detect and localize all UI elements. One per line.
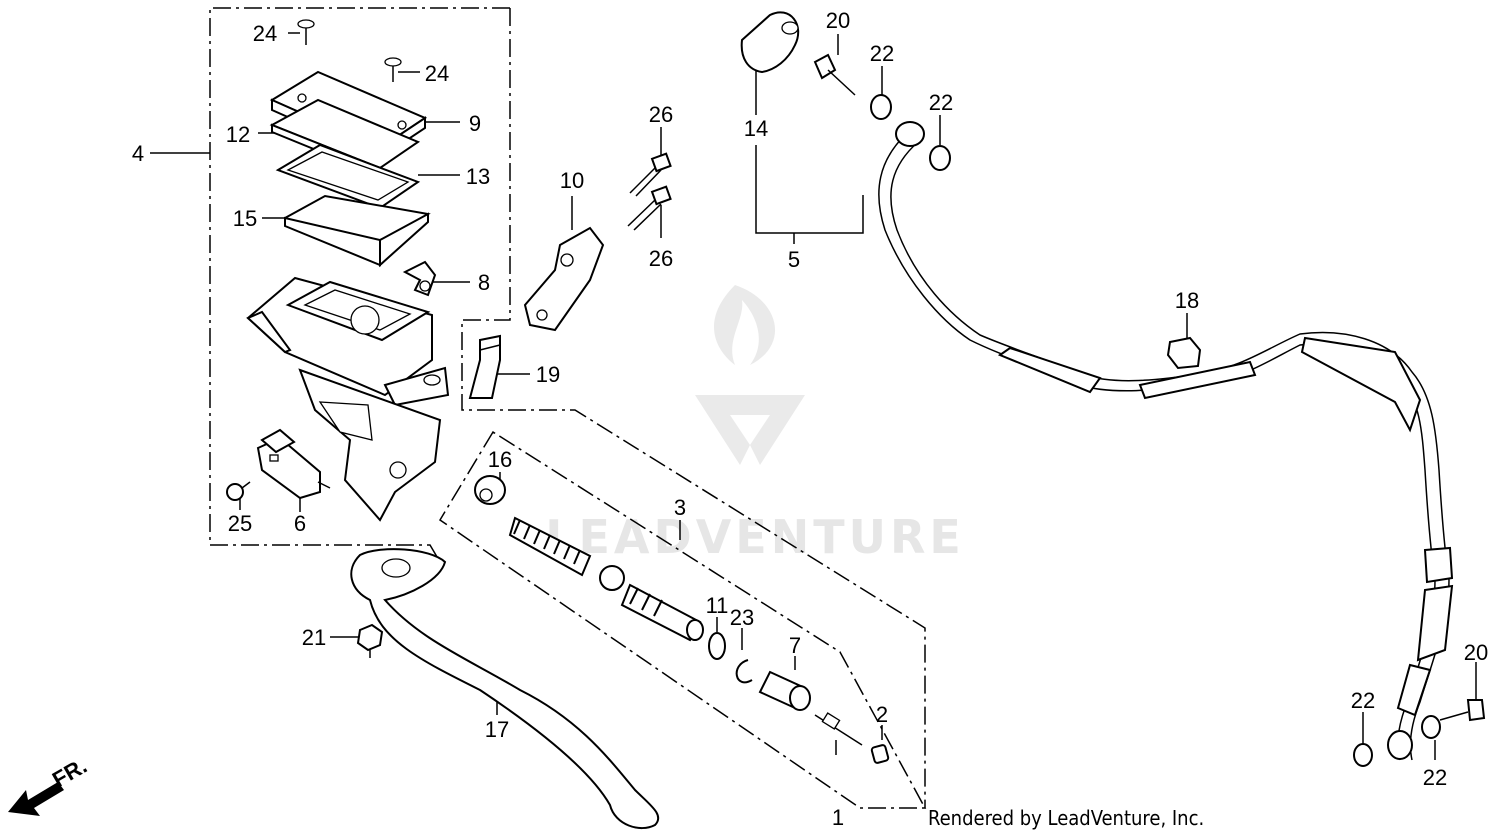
piston [620, 583, 704, 642]
callout-20-upper: 20 [826, 8, 850, 33]
piston-spring [508, 516, 592, 577]
master-cylinder-group-outline-right [461, 8, 926, 808]
brake-lever [350, 548, 660, 830]
callout-16: 16 [488, 447, 512, 472]
screw-24-top [297, 19, 315, 45]
callout-23: 23 [730, 605, 754, 630]
callout-19: 19 [536, 362, 560, 387]
brake-hose [878, 121, 1454, 761]
hose-clamp [1166, 336, 1202, 370]
piston-boot [474, 475, 506, 505]
banjo-bolt-upper [813, 53, 856, 96]
callout-22-c: 22 [1351, 688, 1375, 713]
watermark-text: LEADVENTURE [545, 510, 965, 564]
callout-2: 2 [876, 702, 888, 727]
master-cylinder-group-outline [209, 7, 510, 563]
sealing-washer-4 [1421, 715, 1441, 739]
callout-12: 12 [226, 122, 250, 147]
holder-bolt-lower [627, 185, 672, 231]
switch-screw [226, 481, 251, 501]
callout-26-a: 26 [649, 102, 673, 127]
callout-14: 14 [744, 116, 768, 141]
render-credit: Rendered by LeadVenture, Inc. [928, 806, 1204, 830]
pivot-collar [356, 623, 384, 658]
callout-6: 6 [294, 511, 306, 536]
callout-15: 15 [233, 206, 257, 231]
callout-5: 5 [788, 247, 800, 272]
callout-22-a: 22 [870, 41, 894, 66]
sealing-washer-1 [870, 94, 892, 120]
lever-holder [523, 226, 605, 332]
callout-7: 7 [789, 633, 801, 658]
callout-17: 17 [485, 717, 509, 742]
circlip [735, 659, 753, 684]
primary-cup [599, 565, 625, 591]
master-cylinder-body [246, 276, 450, 522]
callout-13: 13 [466, 164, 490, 189]
front-direction-arrow: FR. [8, 753, 91, 816]
front-brake-switch [256, 428, 331, 500]
piston-kit-outline [438, 430, 927, 809]
callout-25: 25 [228, 511, 252, 536]
holder-clip [402, 260, 437, 297]
callout-24-a: 24 [253, 21, 277, 46]
callout-21: 21 [302, 625, 326, 650]
banjo-cover [740, 11, 800, 74]
push-rod-nut [870, 744, 890, 764]
callout-4: 4 [132, 141, 144, 166]
callout-9: 9 [469, 111, 481, 136]
lever-pivot-bolt [468, 334, 501, 399]
push-rod-boot [758, 670, 811, 711]
callout-18: 18 [1175, 288, 1199, 313]
callout-26-b: 26 [649, 246, 673, 271]
callout-22-b: 22 [929, 90, 953, 115]
sealing-washer-2 [929, 145, 951, 171]
piston-washer [708, 632, 726, 660]
banjo-bolt-lower [1439, 699, 1486, 722]
callout-10: 10 [560, 168, 584, 193]
callout-8: 8 [478, 270, 490, 295]
screw-24-mid [384, 57, 402, 82]
callout-11: 11 [706, 593, 729, 618]
watermark-logo [695, 285, 805, 465]
callout-20-lower: 20 [1464, 640, 1488, 665]
callout-22-d: 22 [1423, 765, 1447, 790]
push-rod [814, 712, 863, 746]
callout-3: 3 [674, 495, 686, 520]
holder-bolt-upper [629, 152, 672, 197]
sealing-washer-3 [1353, 743, 1373, 767]
callout-24-b: 24 [425, 61, 449, 86]
callout-1: 1 [832, 805, 844, 830]
